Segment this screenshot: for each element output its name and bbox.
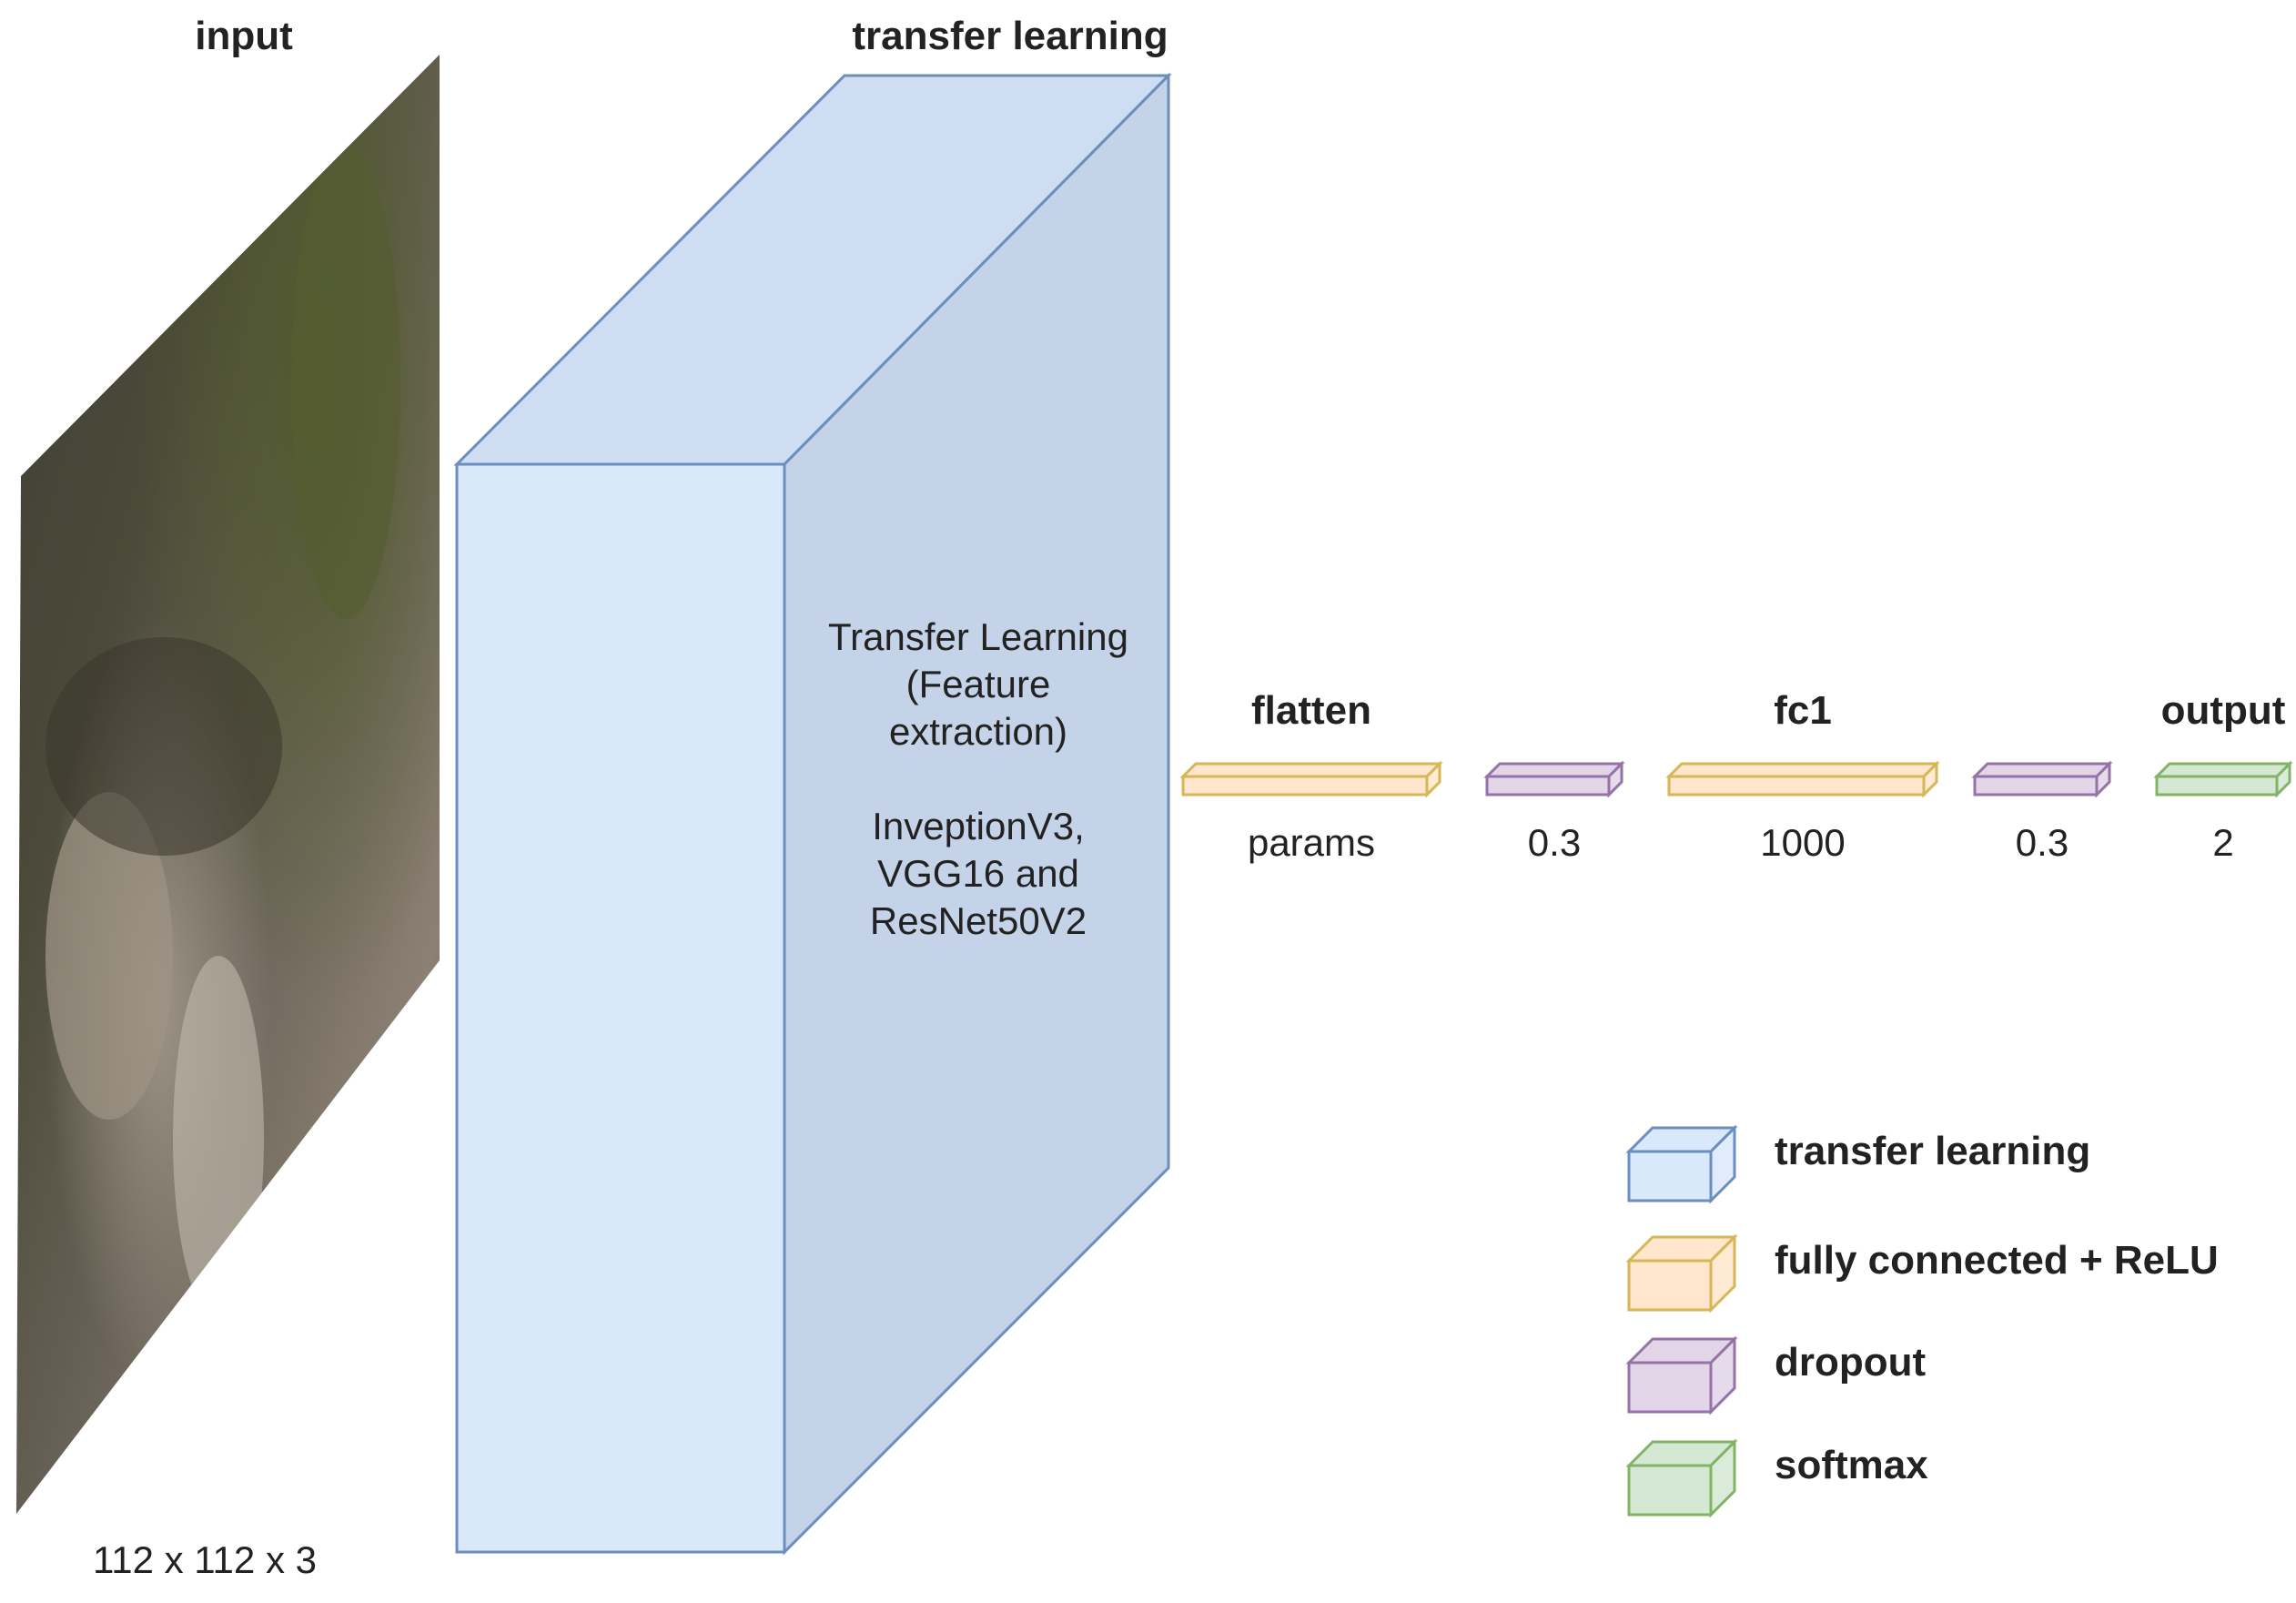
layer-bar-dropout [1971,760,2113,798]
layer-value: 0.3 [2016,821,2068,864]
layer-value: 0.3 [1528,821,1581,864]
transfer-block-text-line: InveptionV3, [872,805,1085,847]
legend-label: fully connected + ReLU [1775,1238,2219,1283]
transfer-block-text-line: (Feature [906,663,1051,705]
input-title: input [195,14,293,58]
layer-bar-fc [1665,760,1940,798]
layer-title: flatten [1251,688,1371,733]
layer-title: fc1 [1774,688,1832,733]
legend-label: transfer learning [1775,1129,2090,1173]
legend: transfer learning fully connected + ReLU d… [1625,1124,2219,1518]
transfer-learning-block [453,72,1172,1556]
input-image-panel [16,55,440,1514]
transfer-block-text-line: Transfer Learning [828,615,1128,658]
layer-pipeline: flatten params 0.3 fc1 1000 0.3 output 2 [1179,688,2293,864]
transfer-block-text-line: extraction) [889,710,1067,753]
legend-swatch-dropout-icon [1625,1335,1738,1415]
transfer-block-text-line: VGG16 and [877,852,1079,895]
legend-swatch-fc-icon [1625,1233,1738,1314]
legend-label: softmax [1775,1443,1928,1487]
layer-title: output [2161,688,2286,733]
layer-bar-fc [1179,760,1443,798]
legend-item-softmax: softmax [1625,1438,1928,1518]
legend-swatch-transfer-icon [1625,1124,1738,1204]
layer-value: 2 [2212,821,2233,864]
legend-swatch-softmax-icon [1625,1438,1738,1518]
legend-item-fc: fully connected + ReLU [1625,1233,2219,1314]
transfer-block-text-line [973,757,984,800]
transfer-block-front-face [455,462,786,1554]
legend-label: dropout [1775,1340,1927,1385]
transfer-block-description: Transfer Learning (Feature extraction) Inv… [828,615,1128,942]
legend-item-dropout: dropout [1625,1335,1927,1415]
transfer-learning-title: transfer learning [852,14,1168,58]
legend-item-transfer: transfer learning [1625,1124,2090,1204]
layer-value: 1000 [1760,821,1845,864]
transfer-block-text-line: ResNet50V2 [870,899,1087,942]
layer-value: params [1248,821,1375,864]
layer-bar-softmax [2153,760,2293,798]
input-size-label: 112 x 112 x 3 [93,1538,317,1581]
layer-bar-dropout [1483,760,1625,798]
